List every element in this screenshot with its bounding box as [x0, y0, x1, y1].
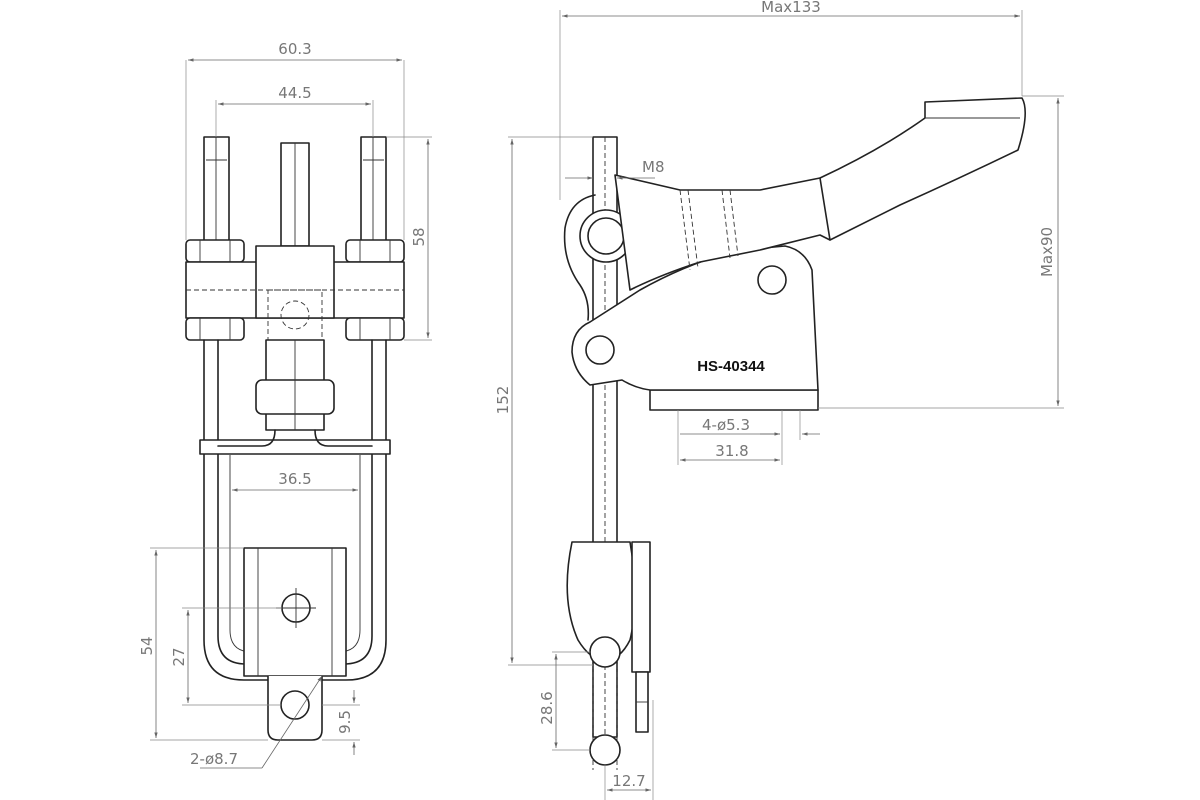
dim-hole-note: 2-ø8.7 — [190, 750, 238, 768]
dim-stud-spacing: 44.5 — [278, 84, 311, 102]
lower-pivot — [585, 335, 615, 365]
dim-mount-holes: 4-ø5.3 — [702, 416, 750, 434]
dim-rod-width: 12.7 — [612, 772, 645, 790]
front-view: 60.3 44.5 58 36.5 54 27 9.5 — [138, 40, 432, 769]
dim-lower-offset: 28.6 — [538, 691, 556, 724]
dim-tab-offset: 9.5 — [336, 710, 354, 734]
center-post — [280, 142, 310, 247]
dim-max-length: Max133 — [761, 0, 821, 16]
side-view: HS-40344 Max133 Max90 152 M8 4-ø5.3 — [494, 0, 1064, 800]
right-stud — [360, 136, 387, 243]
bottom-plate — [243, 547, 347, 741]
front-dimensions: 60.3 44.5 58 36.5 54 27 9.5 — [138, 40, 432, 769]
lower-hole — [280, 690, 310, 720]
left-stud — [203, 136, 230, 243]
dim-mount-spacing: 31.8 — [715, 442, 748, 460]
hook-end — [566, 541, 651, 766]
dim-thread: M8 — [642, 158, 665, 176]
base-plate — [649, 389, 819, 411]
handle-lever — [614, 97, 1026, 291]
dim-stud-height: 58 — [410, 227, 428, 246]
dim-overall-height: 152 — [494, 386, 512, 415]
dim-max-height: Max90 — [1038, 227, 1056, 277]
lower-nuts — [185, 317, 405, 341]
dim-lower-height: 54 — [138, 636, 156, 655]
pivot-hole — [757, 265, 787, 295]
upper-nuts — [185, 239, 405, 263]
dim-overall-width: 60.3 — [278, 40, 311, 58]
center-block — [255, 245, 335, 319]
dim-hole-spacing: 27 — [170, 647, 188, 666]
side-dimensions: Max133 Max90 152 M8 4-ø5.3 31.8 — [494, 0, 1064, 800]
dim-loop-width: 36.5 — [278, 470, 311, 488]
model-label: HS-40344 — [697, 358, 765, 375]
